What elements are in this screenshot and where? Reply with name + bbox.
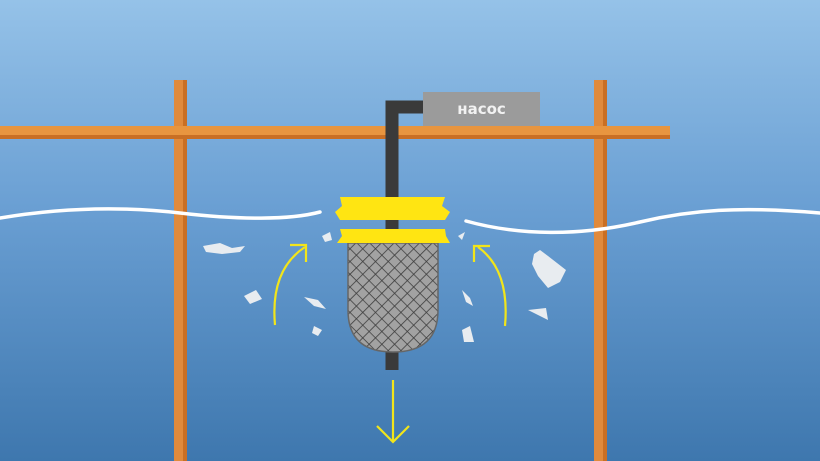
floating-debris [203, 232, 566, 342]
water-surface-right [464, 207, 820, 235]
debris-piece [528, 308, 548, 320]
water-surface-left [0, 207, 322, 220]
debris-piece [462, 326, 474, 342]
arrow-right-inflow [477, 246, 507, 327]
arrow-left-inflow [273, 246, 306, 326]
arrow-down-head-icon [376, 425, 410, 444]
debris-bottle [532, 250, 566, 288]
flow-arrows [273, 243, 507, 444]
pump-label: насос [457, 100, 506, 118]
float-ring-top [335, 197, 450, 220]
float-ring-bottom [337, 229, 450, 243]
debris-piece [203, 243, 245, 254]
filter-basket [347, 242, 439, 353]
debris-piece [458, 232, 465, 240]
arrow-right-head-icon [472, 244, 490, 262]
pump-box [423, 92, 540, 126]
debris-piece [244, 290, 262, 304]
crossbar-shade [0, 135, 670, 139]
arrow-left-head-icon [290, 243, 308, 262]
debris-piece [322, 232, 332, 242]
debris-piece [312, 326, 322, 336]
debris-piece [462, 290, 473, 306]
post-shade-left [183, 80, 187, 461]
debris-piece [304, 297, 326, 309]
post-shade-right [603, 80, 607, 461]
